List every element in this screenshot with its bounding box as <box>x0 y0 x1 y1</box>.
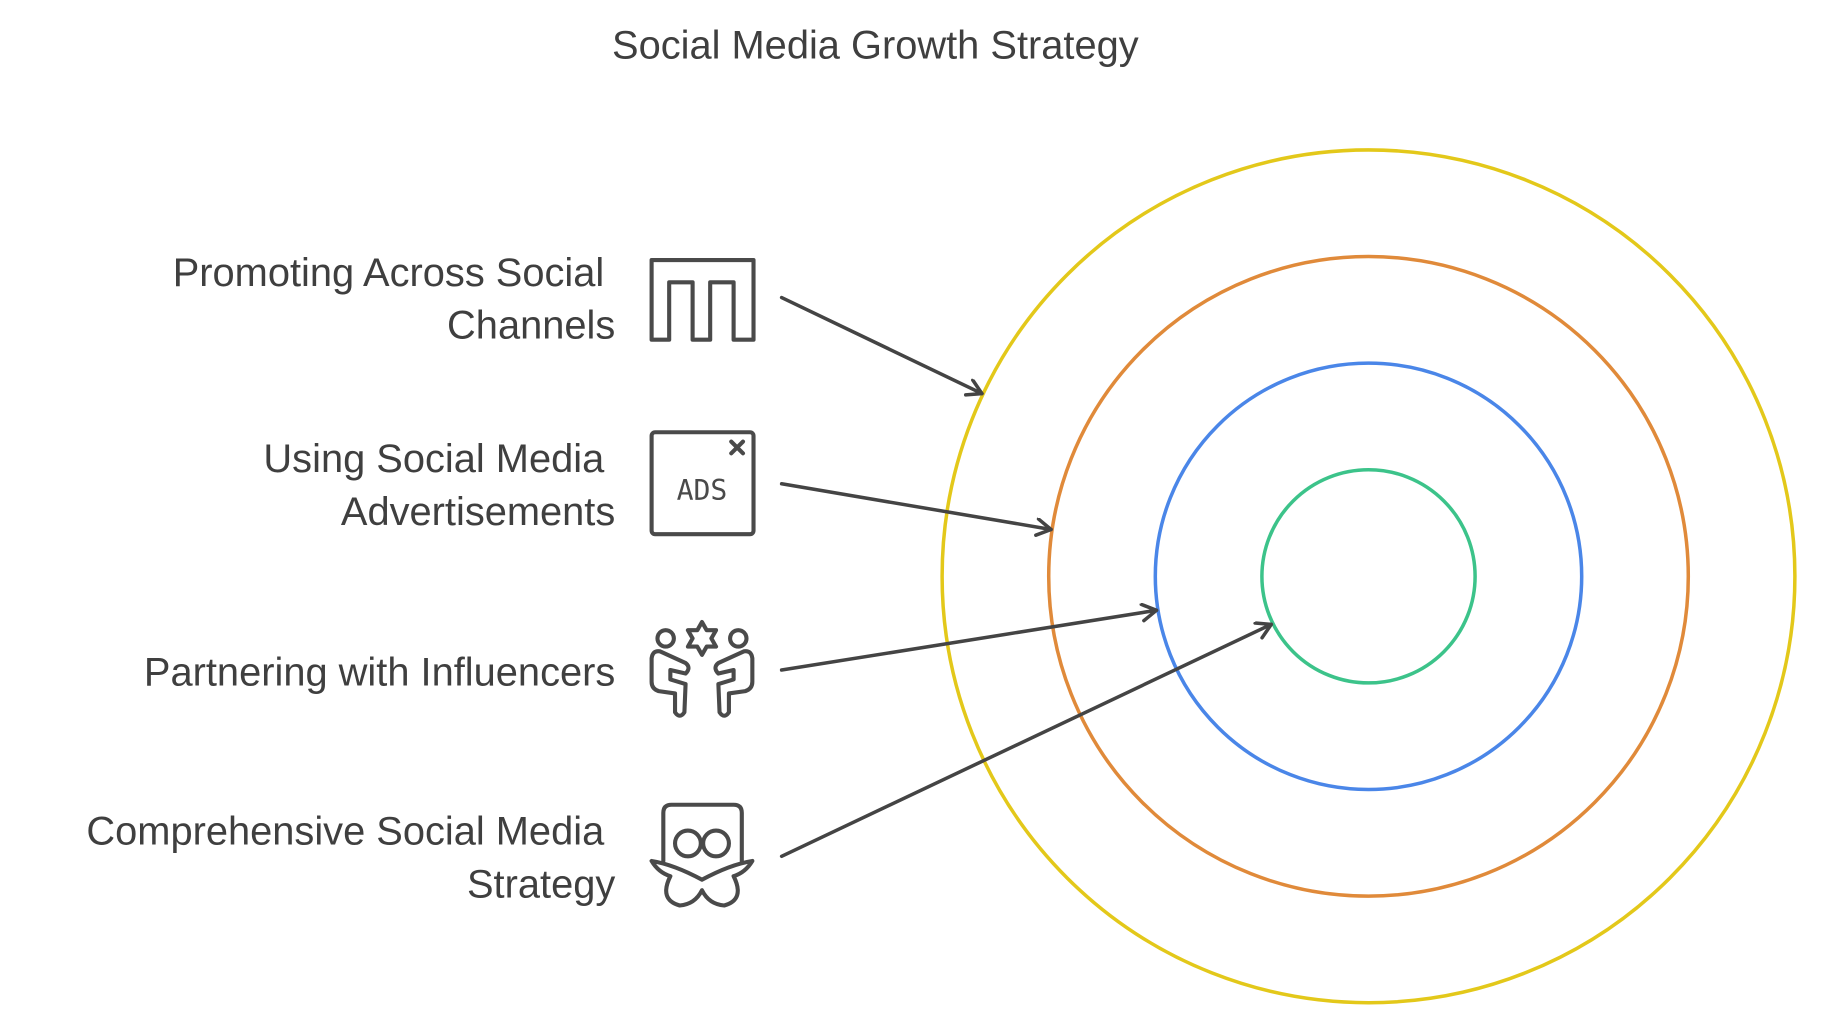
label-strategy: Comprehensive Social Media Strategy <box>86 810 615 907</box>
label-promoting: Promoting Across Social Channels <box>173 251 616 348</box>
ring-second <box>1046 254 1691 898</box>
arrow-ads <box>779 482 1053 530</box>
arrow-promoting <box>779 295 984 394</box>
label-ads: Using Social Media Advertisements <box>263 437 615 534</box>
ring-third <box>1153 361 1584 792</box>
strategy-icon <box>649 802 755 908</box>
arrow-influencers <box>779 610 1159 672</box>
influencers-icon <box>649 619 755 718</box>
label-influencers: Partnering with Influencers <box>144 650 615 694</box>
ads-icon-text: ADS <box>677 474 728 507</box>
ads-icon: ADS <box>649 430 756 537</box>
channels-icon <box>649 258 756 342</box>
ring-outer <box>940 148 1797 1005</box>
diagram-title: Social Media Growth Strategy <box>612 24 1139 68</box>
arrow-strategy <box>779 624 1274 859</box>
ring-inner <box>1260 467 1477 685</box>
